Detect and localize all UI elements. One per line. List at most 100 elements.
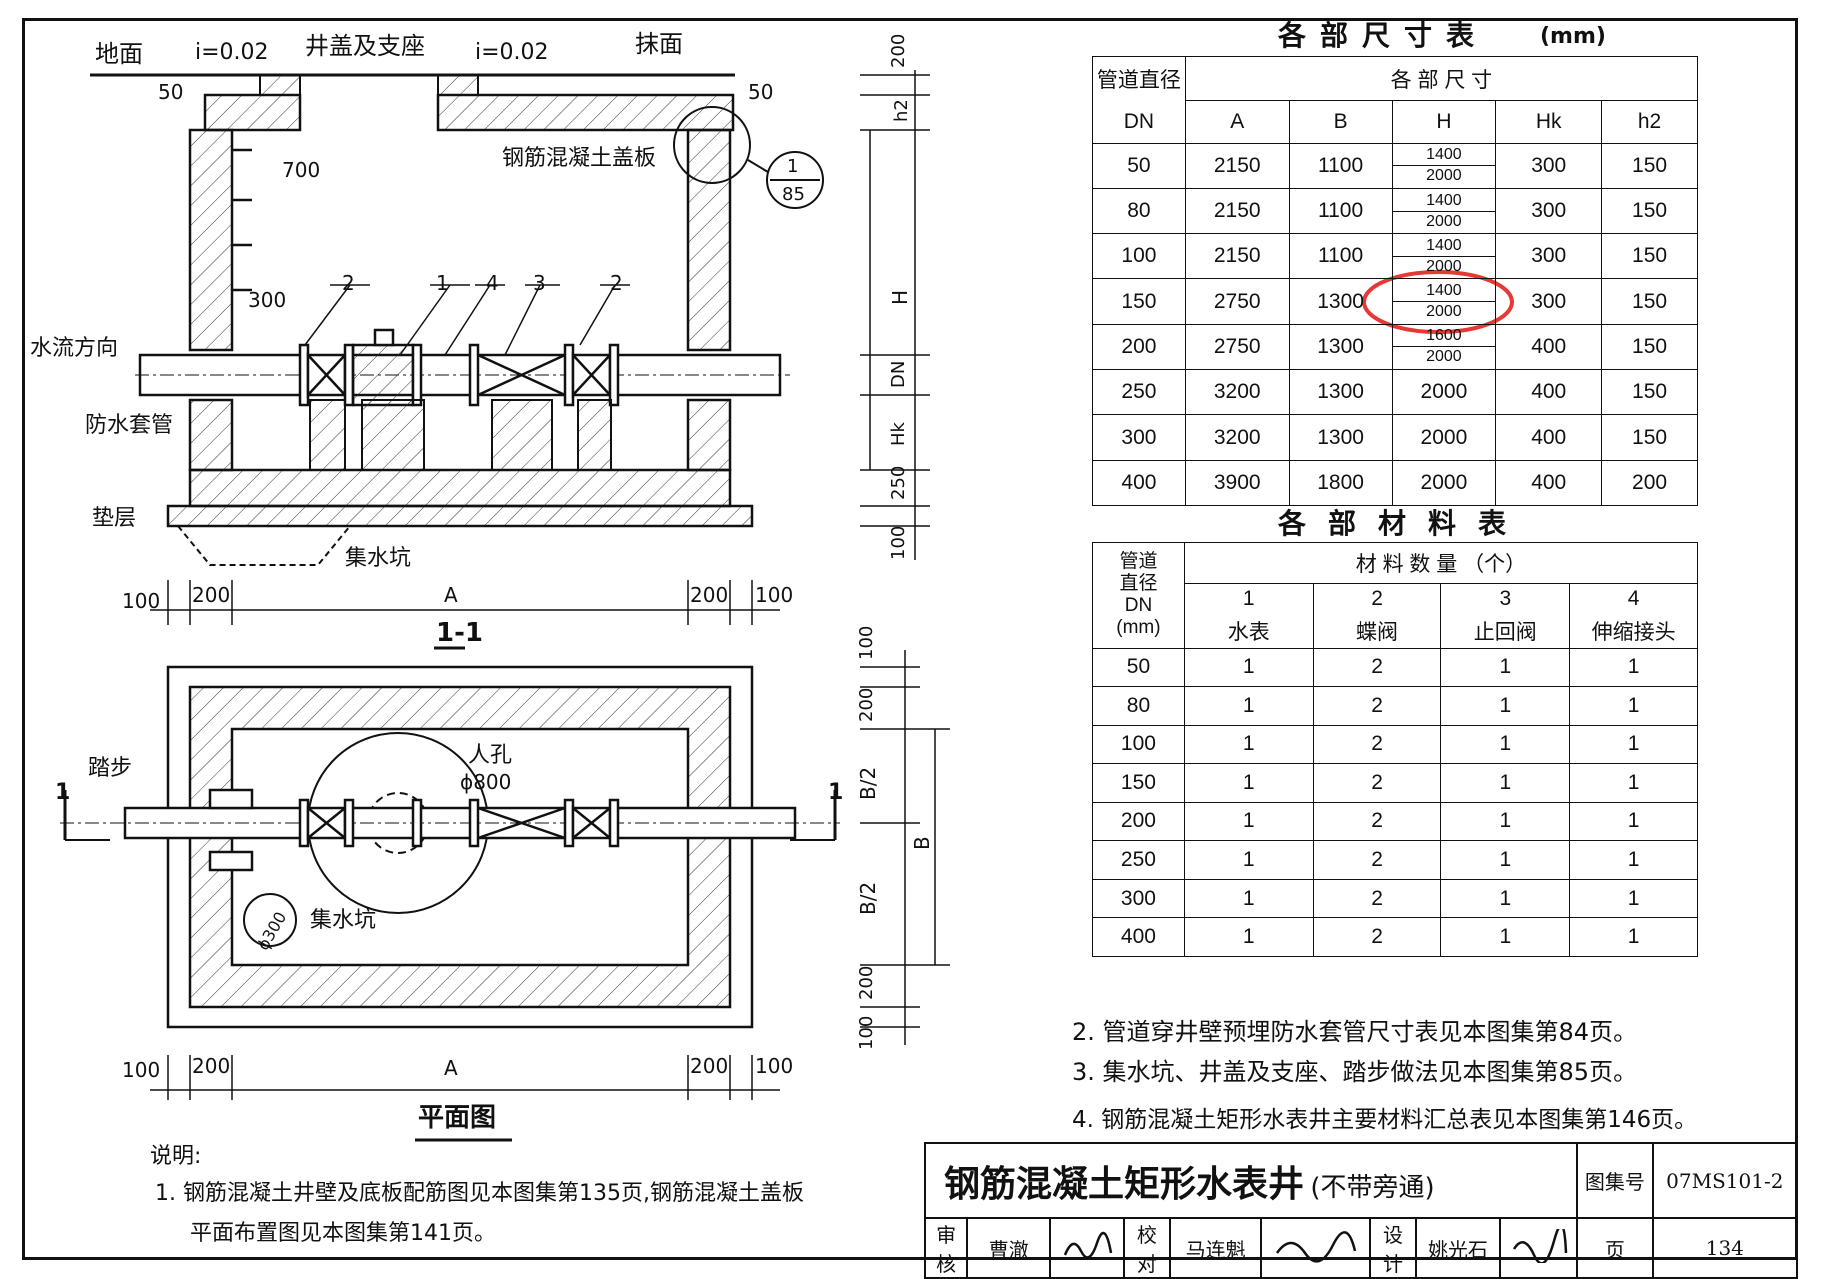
sleeve-label: 防水套管 [85, 413, 174, 438]
dim-H-lower: 2000 [1426, 167, 1462, 185]
dim-Hk: Hk [888, 422, 909, 446]
mat-cell-qty: 1 [1569, 724, 1698, 765]
b200-left: 200 [192, 583, 231, 607]
plan-b200-left: 200 [192, 1054, 231, 1078]
mat-cell-dn: 250 [1092, 840, 1185, 880]
drawing-frame [22, 18, 1798, 1260]
mat-cell-dn: 100 [1092, 724, 1185, 765]
note-1-line-2: 平面布置图见本图集第141页。 [190, 1221, 496, 1246]
plan-b100-left: 100 [122, 1058, 161, 1082]
note-2: 2. 管道穿井壁预埋防水套管尺寸表见本图集第84页。 [1072, 1018, 1638, 1046]
mat-cell-qty: 2 [1312, 686, 1442, 726]
drawing-subtitle: (不带旁通) [1310, 1172, 1435, 1203]
mat-cell-qty: 1 [1440, 763, 1571, 803]
mat-header-dn-3: DN [1124, 595, 1153, 617]
part-2-right: 2 [610, 271, 623, 295]
dim-header-group: 各 部 尺 寸 [1184, 55, 1699, 102]
mat-cell-qty: 1 [1569, 840, 1698, 880]
dim-H-upper: 1400 [1392, 236, 1496, 257]
dim-col-B: B [1288, 100, 1393, 144]
notes-heading: 说明: [150, 1144, 202, 1169]
mat-cell-qty: 1 [1183, 686, 1314, 726]
dim-cell-H: 2000 [1391, 414, 1497, 461]
designer-signature [1498, 1217, 1579, 1279]
dim-300: 300 [248, 288, 287, 312]
dim-cell-Hk: 300 [1495, 187, 1603, 235]
note-4: 4. 钢筋混凝土矩形水表井主要材料汇总表见本图集第146页。 [1072, 1107, 1698, 1133]
dim-cell-h2: 150 [1601, 369, 1698, 416]
mat-cell-qty: 2 [1312, 724, 1442, 765]
mat-cell-qty: 1 [1440, 801, 1571, 842]
checker: 马连魁 [1169, 1217, 1263, 1279]
check-label: 校对 [1122, 1217, 1172, 1279]
dim-cell-h2: 150 [1601, 414, 1698, 461]
mat-cell-qty: 1 [1183, 647, 1314, 688]
designer: 姚光石 [1415, 1217, 1501, 1279]
mat-cell-dn: 400 [1092, 917, 1185, 957]
material-table-title: 各部材料表 [1278, 507, 1529, 540]
b100-left: 100 [122, 589, 161, 613]
dim-H-upper: 1400 [1392, 191, 1496, 212]
dim-cell-dn: 50 [1092, 142, 1186, 189]
mat-cell-qty: 1 [1440, 686, 1571, 726]
dim-cell-B: 1800 [1288, 459, 1393, 507]
mat-cell-dn: 80 [1092, 686, 1185, 726]
dim-cell-Hk: 300 [1495, 142, 1603, 189]
dim-header-dn-bottom: DN [1092, 100, 1186, 144]
dim-cell-h2: 200 [1601, 459, 1698, 507]
dim-cell-h2: 150 [1601, 323, 1698, 371]
dim-cell-A: 2750 [1184, 323, 1290, 371]
dim-cell-h2: 150 [1601, 233, 1698, 280]
mat-header-group: 材 料 数 量 （个） [1183, 542, 1699, 584]
b100-right: 100 [755, 583, 794, 607]
mat-cell-qty: 1 [1183, 840, 1314, 880]
dimension-table-unit: (mm) [1540, 24, 1606, 49]
plan-view [60, 646, 950, 1142]
mat-cell-qty: 1 [1569, 917, 1698, 957]
dim-cell-Hk: 400 [1495, 459, 1603, 507]
ground-label: 地面 [95, 40, 143, 68]
dim-col-H: H [1391, 100, 1497, 144]
mat-cell-qty: 2 [1312, 763, 1442, 803]
dim-H-upper: 1400 [1392, 145, 1496, 167]
dim-cell-dn: 80 [1092, 187, 1186, 235]
sump-label: 集水坑 [345, 546, 412, 571]
page-no: 134 [1651, 1217, 1799, 1279]
cover-seat-label: 井盖及支座 [305, 32, 425, 60]
mat-cell-qty: 2 [1312, 878, 1442, 919]
dim-cell-A: 3200 [1184, 414, 1290, 461]
dim-250: 250 [888, 465, 909, 500]
mat-cell-qty: 1 [1440, 647, 1571, 688]
mat-item-no: 4 [1569, 582, 1698, 614]
mat-cell-qty: 1 [1440, 724, 1571, 765]
mat-item-no: 2 [1312, 582, 1442, 614]
dim-H-lower: 2000 [1426, 303, 1462, 321]
dimension-table-title: 各部尺寸表 [1278, 19, 1489, 52]
dim-50-left: 50 [158, 80, 184, 104]
reviewer: 曹澈 [966, 1217, 1052, 1279]
mat-cell-dn: 200 [1092, 801, 1185, 842]
mat-cell-qty: 1 [1569, 878, 1698, 919]
dim-cell-Hk: 400 [1495, 323, 1603, 371]
plan-sump-label: 集水坑 [310, 908, 377, 933]
mat-cell-qty: 1 [1183, 801, 1314, 842]
mat-cell-qty: 1 [1440, 917, 1571, 957]
plan-vB2-bottom: B/2 [856, 881, 880, 915]
title-cell: 钢筋混凝土矩形水表井 (不带旁通) [923, 1142, 1579, 1219]
